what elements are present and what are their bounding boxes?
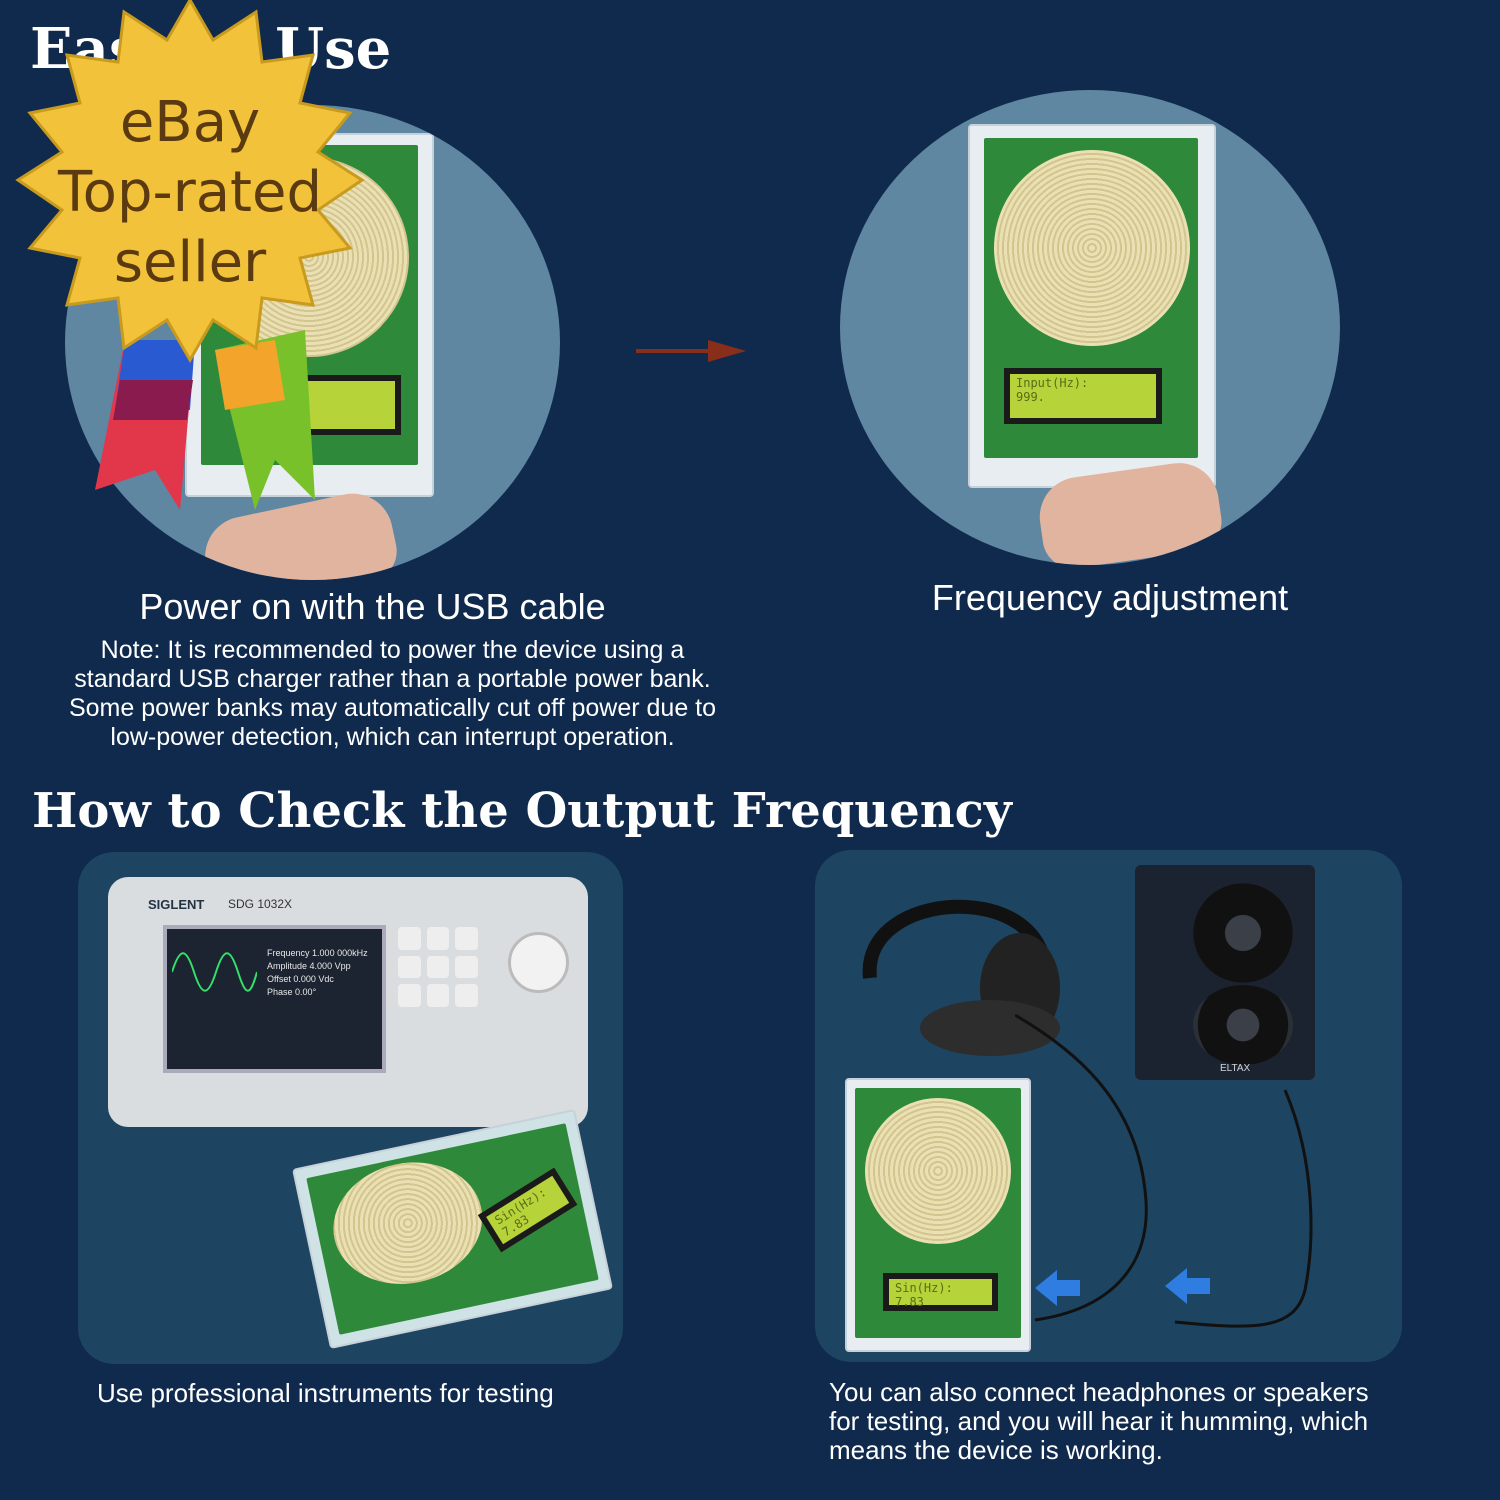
instrument-readout: Frequency 1.000 000kHz Amplitude 4.000 V… [267, 947, 368, 999]
note-line: low-power detection, which can interrupt… [110, 723, 675, 751]
readout-row: Offset 0.000 Vdc [267, 974, 334, 984]
coil-plate [994, 150, 1190, 346]
coil-plate [865, 1098, 1011, 1244]
coil-plate [321, 1148, 494, 1298]
note-line: standard USB charger rather than a porta… [74, 665, 711, 693]
note-line: Note: It is recommended to power the dev… [100, 636, 685, 664]
instrument-keypad [398, 927, 478, 1007]
waveform-graph [172, 952, 257, 992]
lcd-display: Sin(Hz): 7.83 [477, 1167, 578, 1253]
instrument-screen: Frequency 1.000 000kHz Amplitude 4.000 V… [163, 925, 386, 1073]
caption-frequency-adjustment: Frequency adjustment [931, 577, 1289, 618]
caption-line: means the device is working. [829, 1435, 1163, 1465]
arrow-right-icon [636, 340, 746, 362]
lcd-display: Sin(Hz): 7.83 [883, 1273, 998, 1311]
pcb-board: Input(Hz): 999. [984, 138, 1198, 458]
badge-line-top-rated: Top-rated [57, 160, 322, 225]
readout-row: Amplitude 4.000 Vpp [267, 961, 351, 971]
device-on-instrument: Sin(Hz): 7.83 [292, 1108, 613, 1350]
photo-frequency-adjustment: Input(Hz): 999. [840, 90, 1340, 565]
audio-cables [1015, 1013, 1313, 1328]
badge-line-seller: seller [113, 230, 267, 295]
speaker-icon: ELTAX [1135, 865, 1315, 1080]
caption-line: You can also connect headphones or speak… [829, 1377, 1369, 1407]
speaker-woofer [1193, 883, 1293, 983]
note-line: Some power banks may automatically cut o… [68, 694, 717, 722]
caption-headphone-testing: You can also connect headphones or speak… [829, 1378, 1449, 1465]
pcb-board: Sin(Hz): 7.83 [306, 1123, 599, 1335]
device-case: Input(Hz): 999. [968, 124, 1216, 488]
speaker-brand: ELTAX [1220, 1063, 1251, 1074]
top-rated-seller-badge: eBay Top-rated seller [0, 0, 380, 520]
speaker-woofer [1193, 985, 1293, 1065]
badge-line-ebay: eBay [119, 90, 261, 155]
instrument-brand: SIGLENT [148, 897, 205, 912]
headphones-icon [862, 899, 1060, 1056]
readout-row: Phase 0.00° [267, 987, 317, 997]
arrow-left-icon [1035, 1270, 1080, 1306]
instrument-model: SDG 1032X [228, 897, 293, 911]
signal-generator: SIGLENT SDG 1032X Frequency 1.000 000kHz… [108, 877, 588, 1127]
lcd-display: Input(Hz): 999. [1004, 368, 1162, 424]
ribbon-icon [95, 330, 315, 510]
caption-power-on: Power on with the USB cable [139, 586, 606, 627]
caption-line: for testing, and you will hear it hummin… [829, 1406, 1369, 1436]
section-title-check-output: How to Check the Output Frequency [32, 783, 1012, 839]
arrow-left-icon [1165, 1268, 1210, 1304]
instrument-knob [508, 932, 569, 993]
photo-professional-instrument: SIGLENT SDG 1032X Frequency 1.000 000kHz… [78, 852, 623, 1364]
photo-headphones-speaker: ELTAX Sin(Hz): 7.83 [815, 850, 1402, 1362]
pcb-board: Sin(Hz): 7.83 [855, 1088, 1021, 1338]
note-power-bank: Note: It is recommended to power the dev… [15, 636, 770, 752]
device-case: Sin(Hz): 7.83 [845, 1078, 1031, 1352]
badge-seal-icon [15, 0, 365, 364]
readout-row: Frequency 1.000 000kHz [267, 948, 368, 958]
caption-instrument-testing: Use professional instruments for testing [97, 1378, 554, 1408]
